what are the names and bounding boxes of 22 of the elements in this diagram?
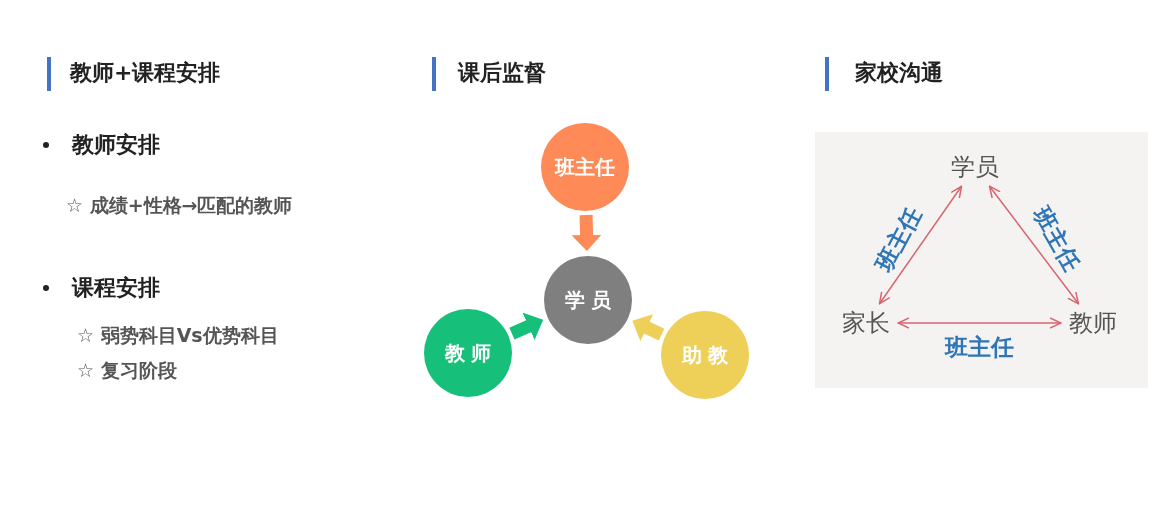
- role-label: 家长: [842, 308, 890, 339]
- role-label: 助 教: [681, 341, 729, 369]
- role-label: 学 员: [564, 286, 612, 314]
- bullet-heading: 课程安排: [72, 274, 160, 302]
- section-heading: 课后监督: [458, 59, 546, 87]
- double-arrow: [988, 185, 1080, 305]
- double-arrow: [878, 185, 963, 305]
- bullet-heading: 教师安排: [72, 131, 160, 159]
- list-item: ☆ 复习阶段: [77, 358, 177, 382]
- block-arrow: [571, 214, 602, 251]
- role-label: 教师: [1069, 308, 1117, 339]
- block-arrow: [632, 314, 665, 342]
- edge-label: 班主任: [944, 334, 1015, 360]
- section-heading: 家校沟通: [855, 59, 943, 87]
- block-arrow: [509, 312, 544, 340]
- list-item: ☆ 成绩+性格→匹配的教师: [66, 193, 293, 217]
- role-label: 教 师: [444, 339, 492, 367]
- double-arrow: [897, 317, 1062, 329]
- section-heading: 教师+课程安排: [70, 59, 221, 87]
- role-label: 学员: [951, 152, 999, 183]
- list-item: ☆ 弱势科目Vs优势科目: [77, 323, 279, 347]
- role-label: 班主任: [555, 153, 615, 181]
